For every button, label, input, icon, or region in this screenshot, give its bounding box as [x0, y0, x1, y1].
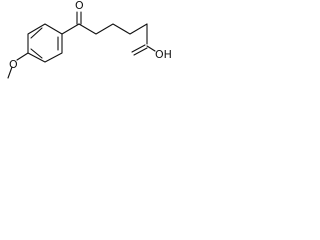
bond-ring-methoxy-oxygen [16, 52, 29, 61]
bond-methoxy-oxygen-methyl [7, 66, 13, 79]
bond-carboxyl-hydroxyl [146, 45, 156, 52]
methoxy-oxygen-label: O [9, 58, 18, 71]
bond-carboxyl-double-b [133, 47, 148, 56]
ring-double-bond-2 [30, 27, 43, 39]
structure-diagram: O O OH [7, 0, 172, 79]
molecule-canvas: O O OH [0, 0, 176, 92]
ring-double-bond-3 [30, 48, 43, 59]
ketone-oxygen-label: O [75, 0, 84, 12]
bond-ring-carbonyl [61, 23, 80, 35]
alkyl-chain [78, 23, 148, 35]
bond-carboxyl-double-a [131, 44, 146, 53]
carboxyl-oh-label: OH [155, 48, 172, 61]
benzene-ring [27, 23, 63, 63]
